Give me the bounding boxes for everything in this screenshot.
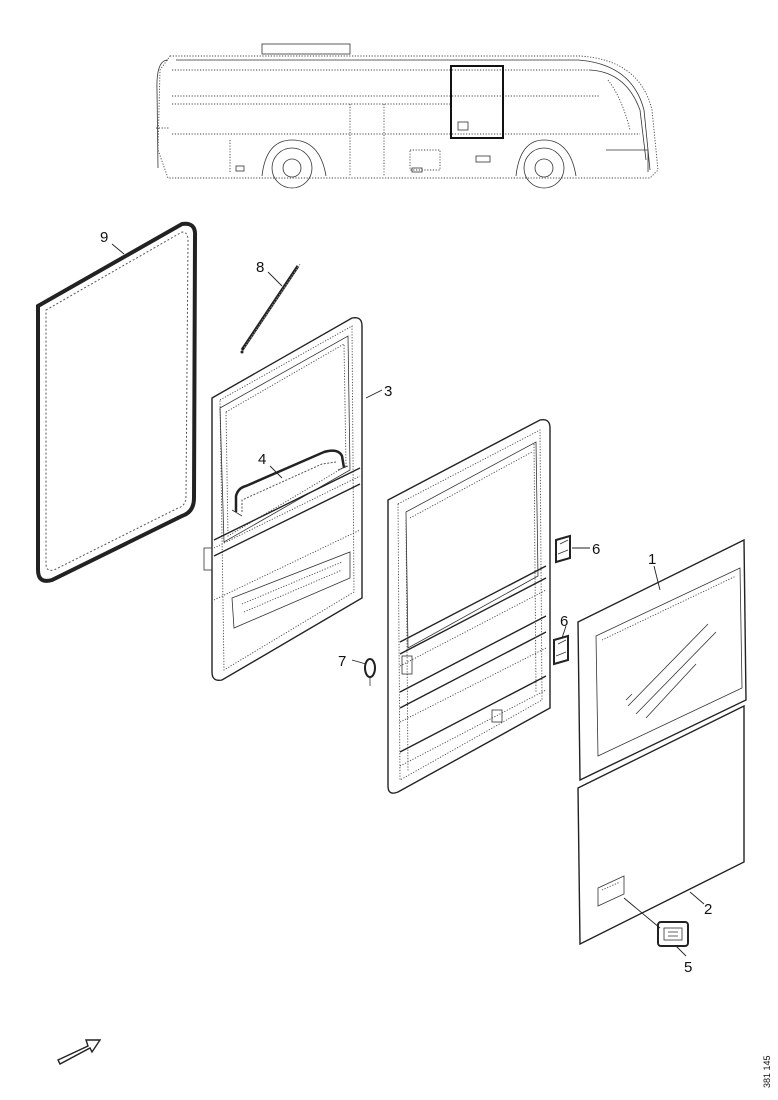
- callout-6-upper: 6: [592, 541, 600, 558]
- bus-side-view-icon: [156, 43, 659, 189]
- callout-6-lower: 6: [560, 613, 568, 630]
- lock-part-5: [657, 921, 689, 947]
- bracket-part-6-upper: [555, 534, 571, 564]
- callout-7: 7: [338, 653, 346, 670]
- inner-door-panel-part-3: [203, 316, 363, 682]
- leader-lines: [111, 243, 705, 957]
- upper-glass-panel-part-1: [577, 538, 747, 782]
- forward-arrow-icon: [57, 1039, 102, 1065]
- callout-1: 1: [648, 551, 656, 568]
- door-seal-part-9: [36, 221, 198, 583]
- callout-3: 3: [384, 383, 392, 400]
- callout-labels: 9 8 3 4 1 6 6 7 2 5: [100, 229, 712, 976]
- reference-code: 381 145: [762, 1055, 772, 1088]
- door-frame: [387, 418, 551, 794]
- callout-4: 4: [258, 451, 266, 468]
- bracket-part-6-lower: [553, 634, 569, 666]
- callout-8: 8: [256, 259, 264, 276]
- callout-5: 5: [684, 959, 692, 976]
- lower-door-panel-part-2: [577, 704, 745, 946]
- grab-handle-part-4: [231, 449, 349, 517]
- clip-part-7: [364, 658, 376, 686]
- callout-9: 9: [100, 229, 108, 246]
- callout-2: 2: [704, 901, 712, 918]
- trim-strip-part-8: [240, 263, 301, 354]
